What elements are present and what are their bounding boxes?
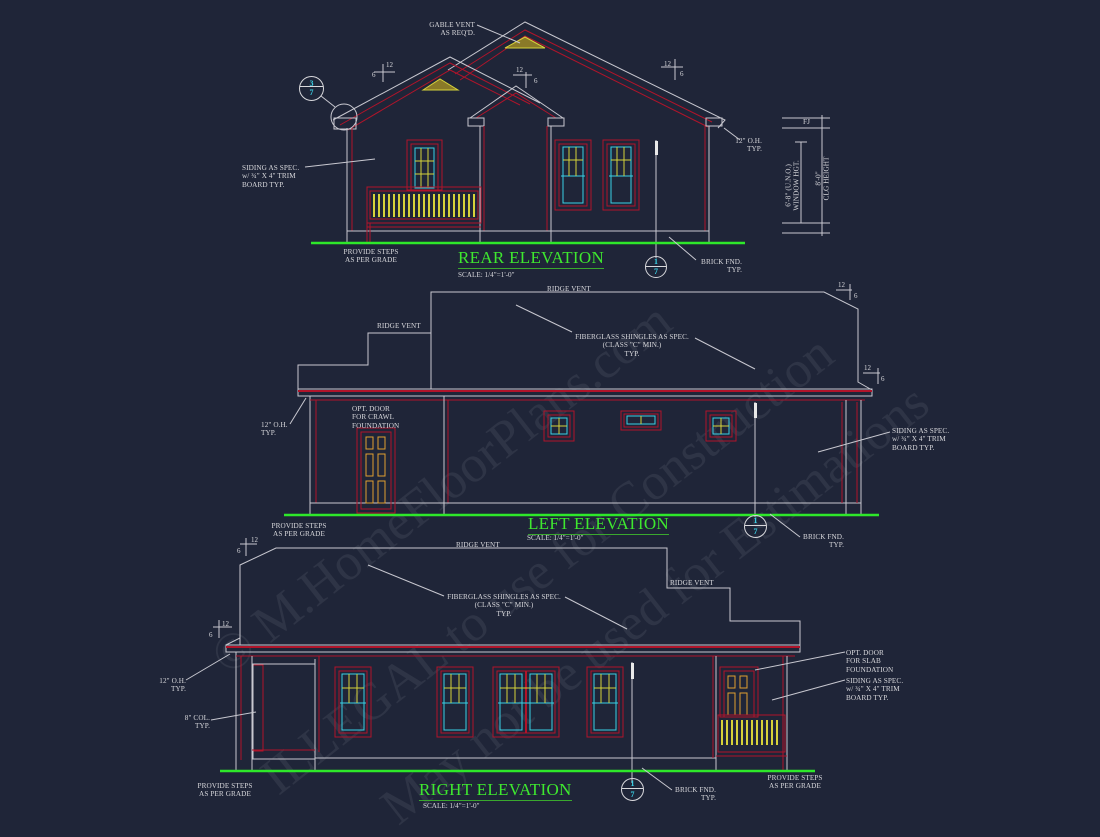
rear-brick-note: BRICK FND. TYP. — [701, 258, 742, 275]
right-steps-right-note: PROVIDE STEPS AS PER GRADE — [767, 774, 823, 791]
left-opt-door-note: OPT. DOOR FOR CRAWL FOUNDATION — [352, 405, 400, 430]
left-ridge-vent-lower: RIDGE VENT — [377, 322, 421, 330]
left-shingles-note: FIBERGLASS SHINGLES AS SPEC. (CLASS "C" … — [575, 333, 689, 358]
left-pitch-low-rise: 6 — [881, 375, 885, 383]
rear-scale: SCALE: 1/4"=1'-0" — [458, 271, 515, 279]
right-elevation-title: RIGHT ELEVATION — [419, 780, 572, 801]
dim-fj: FJ — [803, 118, 810, 126]
left-overhang-note: 12" O.H. TYP. — [261, 421, 288, 438]
left-ridge-vent-upper: RIDGE VENT — [547, 285, 591, 293]
left-elevation-title: LEFT ELEVATION — [528, 514, 669, 535]
right-ridge-vent-lower: RIDGE VENT — [670, 579, 714, 587]
right-shingles-note: FIBERGLASS SHINGLES AS SPEC. (CLASS "C" … — [447, 593, 561, 618]
left-elevation-drawing — [284, 284, 891, 538]
rear-pitch-mid-run: 12 — [516, 66, 523, 74]
dim-window-hgt: 6'-8" (U.N.O.) WINDOW HGT. — [784, 160, 801, 211]
right-windows — [334, 666, 624, 738]
left-pitch-top-run: 12 — [838, 281, 845, 289]
left-steps-note: PROVIDE STEPS AS PER GRADE — [271, 522, 327, 539]
rear-siding-note: SIDING AS SPEC. w/ ¾" X 4" TRIM BOARD TY… — [242, 164, 300, 189]
rear-elevation-drawing — [304, 21, 830, 261]
rear-detail-tag[interactable]: 3 7 — [299, 76, 324, 101]
right-overhang-note: 12" O.H. TYP. — [159, 677, 186, 694]
left-brick-note: BRICK FND. TYP. — [803, 533, 844, 550]
left-pitch-low-run: 12 — [864, 364, 871, 372]
rear-section-tag[interactable]: 1 7 — [645, 256, 667, 278]
left-scale: SCALE: 1/4"=1'-0" — [527, 534, 584, 542]
right-section-tag[interactable]: 1 7 — [621, 778, 644, 801]
right-pitch-top-rise: 6 — [237, 547, 241, 555]
rear-steps-note: PROVIDE STEPS AS PER GRADE — [343, 248, 399, 265]
right-pitch-top-run: 12 — [251, 536, 258, 544]
rear-pitch-left-rise: 6 — [372, 71, 376, 79]
left-pitch-top-rise: 6 — [854, 292, 858, 300]
dim-clg-height: 8'-0" CLG HEIGHT — [814, 156, 831, 201]
right-brick-note: BRICK FND. TYP. — [675, 786, 716, 803]
right-elevation-drawing — [185, 538, 846, 791]
right-pitch-low-run: 12 — [222, 620, 229, 628]
right-column-note: 8" COL. TYP. — [184, 714, 210, 731]
left-siding-note: SIDING AS SPEC. w/ ¾" X 4" TRIM BOARD TY… — [892, 427, 950, 452]
rear-pitch-left-run: 12 — [386, 61, 393, 69]
right-siding-note: SIDING AS SPEC. w/ ¾" X 4" TRIM BOARD TY… — [846, 677, 904, 702]
rear-pitch-right-rise: 6 — [680, 70, 684, 78]
rear-pitch-mid-rise: 6 — [534, 77, 538, 85]
right-ridge-vent-upper: RIDGE VENT — [456, 541, 500, 549]
rear-pitch-right-run: 12 — [664, 60, 671, 68]
rear-overhang-note: 12" O.H. TYP. — [735, 137, 762, 154]
right-scale: SCALE: 1/4"=1'-0" — [423, 802, 480, 810]
left-section-tag[interactable]: 1 7 — [744, 515, 767, 538]
rear-gable-vent-note: GABLE VENT AS REQ'D. — [429, 21, 475, 38]
right-opt-door-note: OPT. DOOR FOR SLAB FOUNDATION — [846, 649, 894, 674]
right-steps-left-note: PROVIDE STEPS AS PER GRADE — [197, 782, 253, 799]
rear-elevation-title: REAR ELEVATION — [458, 248, 605, 269]
right-pitch-low-rise: 6 — [209, 631, 213, 639]
